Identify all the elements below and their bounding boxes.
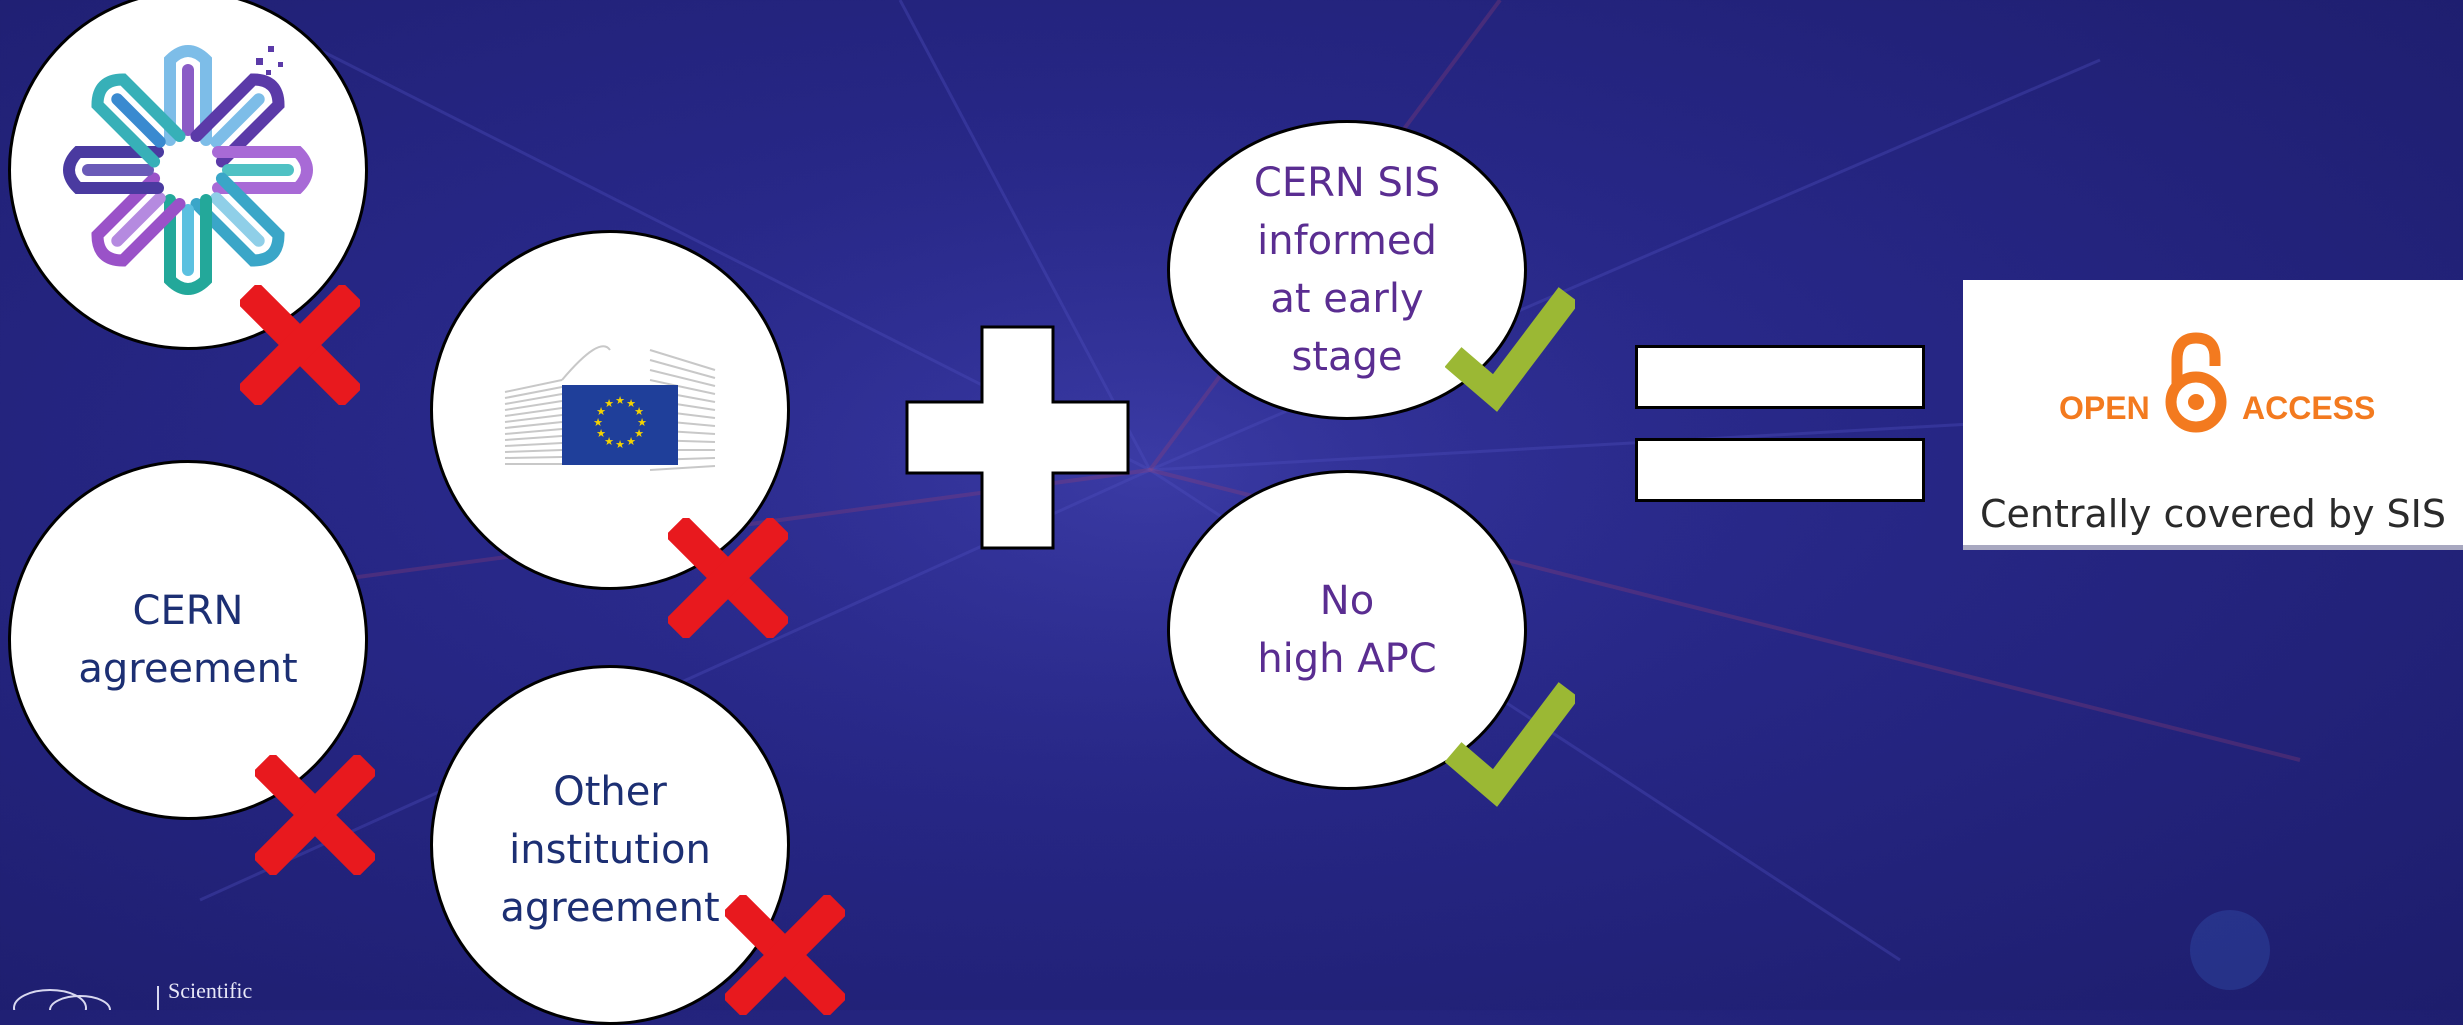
cross-icon (255, 755, 375, 875)
open-access-lock-icon (2165, 332, 2227, 433)
svg-text:★: ★ (626, 397, 636, 410)
open-access-caption: Centrally covered by SIS (1979, 492, 2446, 536)
open-word: OPEN (2059, 390, 2150, 426)
equals-icon-top-bar (1635, 345, 1925, 409)
pinwheel-logo-icon (63, 45, 313, 295)
publisher-logo-circle (8, 0, 368, 350)
european-commission-logo-icon: ★★★ ★★★ ★★★ ★★★ (504, 345, 716, 471)
sis-informed-label: CERN SIS informed at early stage (1253, 160, 1441, 380)
check-icon (1445, 682, 1575, 807)
svg-text:★: ★ (615, 438, 625, 451)
access-word: ACCESS (2242, 390, 2376, 426)
footer-label: Scientific (168, 978, 253, 1003)
cern-logo-icon (13, 986, 159, 1010)
check-icon (1445, 287, 1575, 412)
svg-text:★: ★ (596, 405, 606, 418)
cern-agreement-circle: CERN agreement (8, 460, 368, 820)
cross-icon (725, 895, 845, 1015)
cross-icon (240, 285, 360, 405)
open-access-result: OPEN ACCESS Centrally covered by SIS (1963, 280, 2463, 550)
svg-text:★: ★ (604, 397, 614, 410)
svg-text:★: ★ (596, 427, 606, 440)
svg-text:★: ★ (593, 416, 603, 429)
cross-icon (668, 518, 788, 638)
svg-text:★: ★ (634, 405, 644, 418)
no-high-apc-circle: No high APC (1167, 470, 1527, 790)
svg-text:★: ★ (634, 427, 644, 440)
svg-text:★: ★ (626, 435, 636, 448)
svg-text:★: ★ (637, 416, 647, 429)
plus-icon (905, 325, 1130, 550)
other-institution-circle: Other institution agreement (430, 665, 790, 1025)
no-high-apc-label: No high APC (1257, 578, 1437, 682)
footer-logo: Scientific (0, 978, 400, 1010)
svg-text:★: ★ (615, 394, 625, 407)
equals-icon-bottom-bar (1635, 438, 1925, 502)
cern-agreement-label: CERN agreement (78, 588, 298, 692)
european-commission-circle: ★★★ ★★★ ★★★ ★★★ (430, 230, 790, 590)
other-institution-label: Other institution agreement (500, 769, 720, 931)
svg-text:★: ★ (604, 435, 614, 448)
